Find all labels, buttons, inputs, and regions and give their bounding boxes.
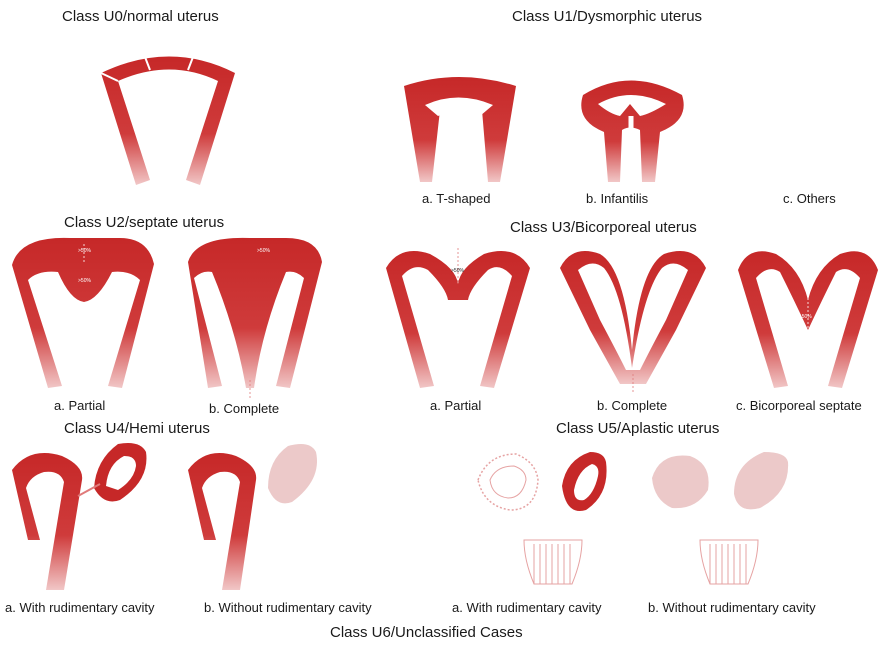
u1b-infantilis-uterus (581, 81, 683, 183)
u3a-partial-bicorporeal-uterus: >50% (386, 248, 530, 388)
u4b-hemi-uterus-without-cavity (188, 444, 317, 590)
u2b-complete-septate-uterus: >50% (188, 238, 322, 398)
u3c-bicorporeal-septate-uterus: >150% (738, 251, 878, 388)
u5b-aplastic-without-cavity (652, 452, 788, 584)
u4a-hemi-uterus-with-cavity (12, 443, 146, 590)
u3c-mark: >150% (796, 314, 812, 320)
u2a-partial-septate-uterus: >50% >50% (12, 238, 154, 388)
u3b-complete-bicorporeal-uterus (560, 251, 706, 392)
u1a-t-shaped-uterus (404, 77, 516, 182)
u2a-mark-bottom: >50% (78, 278, 91, 284)
u2a-mark-top: >50% (78, 248, 91, 254)
u5a-aplastic-with-cavity (478, 452, 607, 584)
u0-normal-uterus (101, 57, 235, 186)
u3a-mark: >50% (451, 268, 464, 274)
u2b-mark: >50% (257, 248, 270, 254)
